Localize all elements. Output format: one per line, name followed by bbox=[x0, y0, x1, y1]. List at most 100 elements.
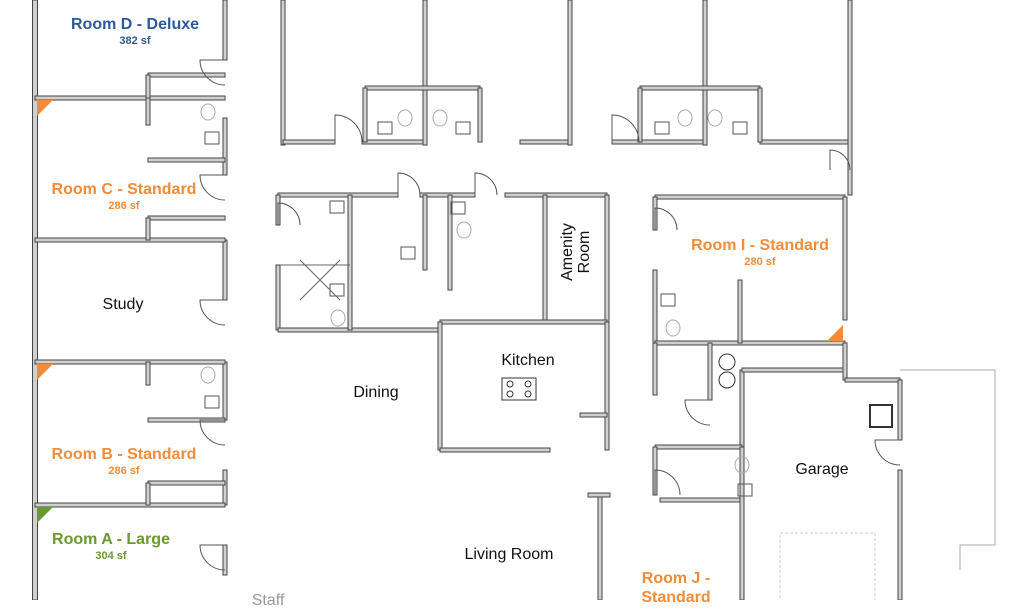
wall bbox=[757, 87, 763, 143]
car-outline bbox=[779, 532, 876, 600]
room-j-label: Room J - Standard bbox=[631, 569, 721, 607]
toilet-icon bbox=[397, 109, 413, 127]
toilet-icon bbox=[734, 456, 750, 474]
room-i-name: Room I - Standard bbox=[691, 237, 829, 254]
wall bbox=[542, 194, 548, 323]
wall bbox=[34, 502, 226, 508]
room-b-name: Room B - Standard bbox=[51, 446, 197, 463]
wall bbox=[567, 0, 573, 146]
corner-marker bbox=[37, 507, 53, 523]
shower-icon bbox=[280, 259, 350, 301]
room-d-name: Room D - Deluxe bbox=[70, 16, 200, 33]
wall bbox=[34, 95, 226, 101]
wall bbox=[222, 0, 228, 61]
dining-label: Dining bbox=[353, 384, 399, 401]
wall bbox=[504, 192, 608, 198]
wall bbox=[637, 87, 643, 143]
wall bbox=[579, 412, 608, 418]
wall bbox=[147, 157, 226, 163]
wall bbox=[897, 469, 903, 600]
room-b-label: Room B - Standard 286 sf bbox=[52, 447, 197, 477]
sink-icon bbox=[204, 131, 220, 145]
utility-box bbox=[869, 404, 893, 428]
door-swing bbox=[474, 172, 498, 196]
garage-label: Garage bbox=[795, 461, 849, 478]
wall bbox=[277, 327, 441, 333]
wall bbox=[897, 379, 903, 441]
corner-marker bbox=[37, 100, 53, 116]
wall bbox=[362, 87, 368, 143]
sink-icon bbox=[329, 200, 345, 214]
sink-icon bbox=[329, 283, 345, 297]
wall bbox=[519, 139, 571, 145]
wall bbox=[437, 321, 443, 451]
corner-marker bbox=[37, 364, 53, 380]
room-d-label: Room D - Deluxe 382 sf bbox=[71, 17, 199, 47]
wall bbox=[422, 0, 428, 146]
kitchen-label: Kitchen bbox=[501, 352, 555, 369]
door-swing bbox=[654, 469, 681, 496]
washer-dryer-icon bbox=[718, 371, 736, 389]
door-swing bbox=[199, 544, 226, 571]
door-swing bbox=[684, 399, 711, 426]
sink-icon bbox=[204, 395, 220, 409]
room-c-name: Room C - Standard bbox=[51, 181, 197, 198]
corner-marker bbox=[827, 325, 843, 341]
toilet-icon bbox=[456, 221, 472, 239]
washer-dryer-icon bbox=[718, 353, 736, 371]
wall bbox=[842, 342, 848, 381]
wall bbox=[597, 494, 603, 600]
wall bbox=[652, 269, 658, 344]
wall bbox=[34, 359, 226, 365]
sink-icon bbox=[732, 121, 748, 135]
door-swing bbox=[199, 299, 226, 326]
wall bbox=[145, 74, 151, 99]
door-swing bbox=[397, 172, 421, 196]
wall bbox=[147, 215, 226, 221]
wall bbox=[847, 0, 853, 196]
room-b-area: 286 sf bbox=[108, 465, 140, 477]
wall bbox=[447, 194, 453, 291]
wall bbox=[364, 85, 481, 91]
wall bbox=[739, 446, 745, 600]
wall bbox=[652, 342, 658, 396]
wall bbox=[587, 492, 611, 498]
room-a-name: Room A - Large bbox=[52, 531, 170, 548]
wall bbox=[145, 482, 151, 506]
sink-icon bbox=[737, 483, 753, 497]
wall bbox=[439, 319, 608, 325]
wall bbox=[361, 139, 426, 145]
burner-icon bbox=[506, 390, 514, 398]
door-swing bbox=[654, 207, 678, 231]
door-swing bbox=[334, 114, 363, 143]
wall bbox=[222, 361, 228, 421]
toilet-icon bbox=[200, 103, 216, 121]
toilet-icon bbox=[665, 319, 681, 337]
wall bbox=[842, 196, 848, 321]
wall bbox=[222, 117, 228, 176]
wall bbox=[275, 264, 281, 331]
wall bbox=[604, 321, 610, 451]
wall bbox=[147, 72, 226, 78]
door-swing bbox=[829, 149, 851, 171]
wall bbox=[145, 361, 151, 386]
patio-outline bbox=[900, 369, 996, 570]
sink-icon bbox=[377, 121, 393, 135]
wall bbox=[32, 0, 38, 600]
wall bbox=[277, 192, 399, 198]
wall bbox=[145, 97, 151, 126]
living-room-label: Living Room bbox=[464, 546, 554, 563]
cooktop-icon bbox=[501, 377, 537, 401]
wall bbox=[145, 217, 151, 241]
room-a-area: 304 sf bbox=[95, 550, 127, 562]
wall bbox=[654, 444, 743, 450]
wall bbox=[222, 469, 228, 506]
door-swing bbox=[277, 202, 301, 226]
burner-icon bbox=[524, 380, 532, 388]
wall bbox=[477, 87, 483, 143]
door-swing bbox=[199, 174, 226, 201]
sink-icon bbox=[455, 121, 471, 135]
sink-icon bbox=[654, 121, 670, 135]
wall bbox=[222, 239, 228, 301]
